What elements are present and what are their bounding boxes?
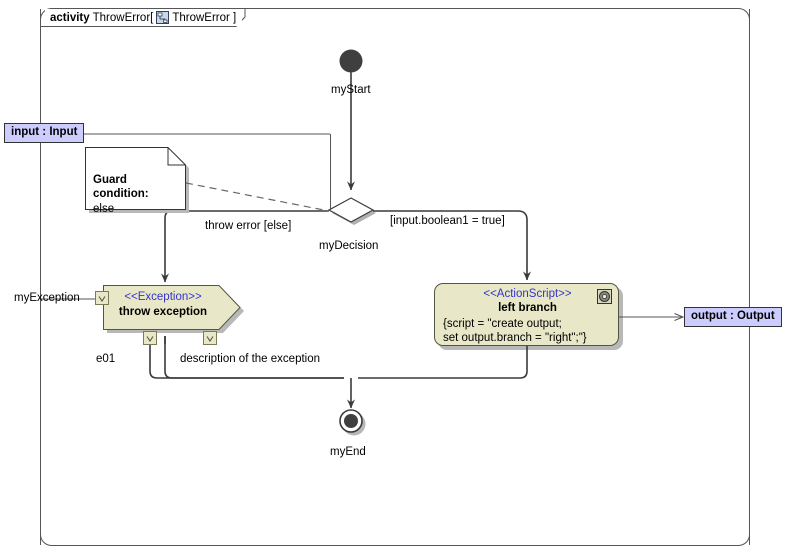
final-node-core (344, 414, 358, 428)
note-fold (167, 147, 186, 166)
note-body: else (93, 202, 115, 215)
input-parameter-pin[interactable]: input : Input (4, 123, 85, 143)
guard-condition-note: Guard condition: else (85, 147, 185, 215)
edge-action-to-merge (358, 346, 528, 379)
frame-title-bar: activity ThrowError[ ThrowError ] (45, 9, 243, 26)
edge-true-branch (373, 210, 531, 281)
actionscript-node[interactable]: <<ActionScript>> left branch {script = "… (434, 283, 619, 346)
else-branch-label: throw error [else] (205, 220, 292, 232)
exception-stereotype: <<Exception>> (124, 291, 202, 303)
note-text-block: Guard condition: else (93, 173, 185, 216)
gear-icon[interactable] (597, 289, 612, 304)
note-shape[interactable] (85, 147, 186, 210)
action-script-line-2: set output.branch = "right";"} (443, 332, 587, 345)
initial-node[interactable] (339, 49, 363, 73)
exception-node-text: <<Exception>> throw exception (103, 290, 223, 320)
exception-name: throw exception (118, 305, 208, 318)
note-title: Guard condition: (93, 174, 149, 201)
activity-diagram-icon (156, 11, 170, 24)
exception-pin-e01[interactable] (143, 331, 157, 345)
action-script-body: {script = "create output; set output.bra… (443, 317, 587, 346)
frame-keyword: activity (50, 11, 90, 24)
note-anchor-dashed (185, 182, 330, 212)
edge-exception-left-route (149, 336, 344, 379)
exception-pin-description[interactable] (203, 331, 217, 345)
end-node-label: myEnd (330, 446, 366, 458)
pin-label-e01: e01 (96, 353, 116, 365)
exception-input-pin[interactable] (95, 291, 109, 305)
output-parameter-pin[interactable]: output : Output (684, 307, 782, 327)
exception-node-shape[interactable] (103, 285, 241, 330)
action-name: left branch (498, 302, 557, 314)
action-stereotype: <<ActionScript>> (483, 288, 572, 300)
true-branch-label: [input.boolean1 = true] (390, 215, 505, 227)
decision-node-label: myDecision (319, 240, 379, 252)
start-node-label: myStart (331, 84, 371, 96)
frame-name: ThrowError[ (92, 11, 154, 24)
activity-frame (40, 8, 750, 546)
exception-node-label: myException (14, 292, 80, 304)
action-script-line-1: {script = "create output; (443, 318, 562, 330)
pin-label-description: description of the exception (180, 353, 321, 365)
frame-name-close: ThrowError ] (172, 11, 237, 24)
decision-node[interactable] (327, 197, 375, 223)
exception-node[interactable]: <<Exception>> throw exception (103, 285, 240, 329)
